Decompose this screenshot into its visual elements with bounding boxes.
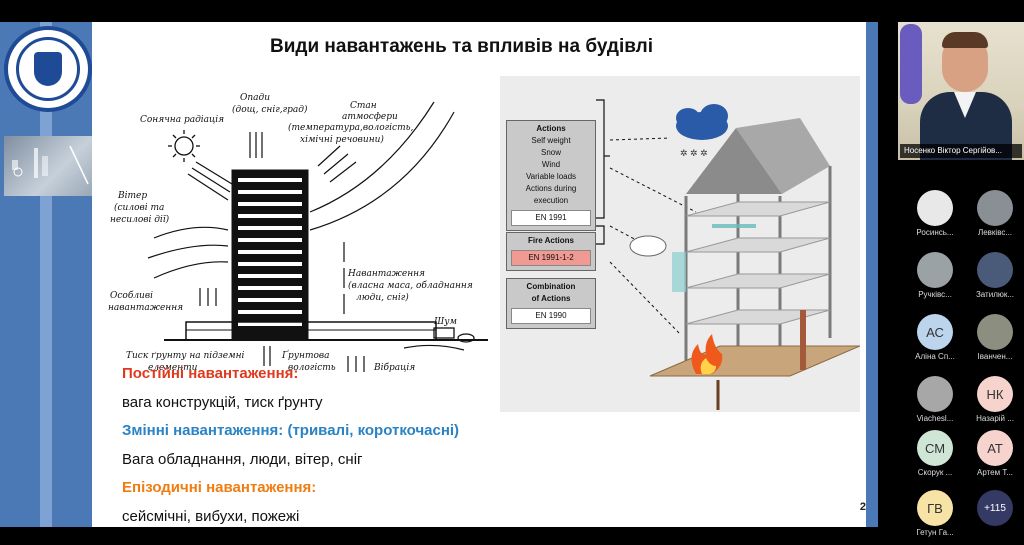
actions-box: Actions Self weight Snow Wind Variable l… <box>506 120 596 231</box>
slide-side-photo <box>4 136 92 196</box>
svg-text:Ґрунтова: Ґрунтова <box>281 350 330 361</box>
participant-tile[interactable]: Росинсь... <box>906 190 964 248</box>
svg-text:люди, сніг): люди, сніг) <box>356 292 409 303</box>
participant-name: Viachesl... <box>916 414 954 423</box>
participant-tile[interactable]: АТ Артем Т... <box>966 430 1024 488</box>
avatar <box>977 314 1013 350</box>
permanent-text: вага конструкцій, тиск ґрунту <box>122 394 323 411</box>
sun-icon <box>168 130 200 162</box>
participant-tile[interactable]: АС Аліна Сп... <box>906 314 964 372</box>
participant-tile[interactable]: Viachesl... <box>906 376 964 434</box>
variable-heading: Змінні навантаження: (тривалі, короткоча… <box>122 422 460 439</box>
svg-text:несилові дії): несилові дії) <box>110 214 170 225</box>
svg-text:Шум: Шум <box>433 317 457 327</box>
participant-name: Іванчен... <box>977 352 1013 361</box>
slide-right-band <box>866 22 878 527</box>
avatar: АС <box>917 314 953 350</box>
participant-tile[interactable]: Затилюк... <box>966 252 1024 310</box>
avatar <box>917 190 953 226</box>
avatar <box>917 376 953 412</box>
svg-text:(силові та: (силові та <box>114 202 164 213</box>
svg-text:Опади: Опади <box>240 93 270 103</box>
svg-text:Вітер: Вітер <box>117 191 147 201</box>
variable-text: Вага обладнання, люди, вітер, сніг <box>122 451 363 468</box>
svg-text:✲ ✲ ✲: ✲ ✲ ✲ <box>680 148 708 158</box>
wall-emblem <box>900 24 922 104</box>
speaker-name: Носенко Віктор Сергійов... <box>900 144 1022 158</box>
participant-name: Гетун Га... <box>916 528 954 537</box>
wind-cloud-icon <box>629 235 667 257</box>
participant-tile[interactable]: Ручківс... <box>906 252 964 310</box>
svg-text:Особливі: Особливі <box>110 290 153 301</box>
avatar <box>977 190 1013 226</box>
frame-building-illustration: ✲ ✲ ✲ <box>596 99 860 410</box>
page-number: 2 <box>859 501 866 513</box>
participant-tile[interactable]: ГВ Гетун Га... <box>906 490 964 545</box>
svg-text:Сонячна радіація: Сонячна радіація <box>140 115 224 125</box>
episodic-heading: Епізодичні навантаження: <box>122 479 317 496</box>
participant-name: Назарій ... <box>976 414 1014 423</box>
episodic-text: сейсмічні, вибухи, пожежі <box>122 508 300 525</box>
participant-name: Аліна Сп... <box>915 352 955 361</box>
university-logo <box>4 26 92 112</box>
svg-text:вологість: вологість <box>288 363 336 373</box>
svg-text:елементи: елементи <box>148 363 198 373</box>
participant-name: Ручківс... <box>918 290 952 299</box>
shared-slide: Види навантажень та впливів на будівлі <box>0 22 878 527</box>
svg-text:(дощ, сніг,град): (дощ, сніг,град) <box>232 104 308 115</box>
avatar <box>977 252 1013 288</box>
combination-box: Combination of Actions EN 1990 <box>506 278 596 329</box>
svg-text:навантаження: навантаження <box>108 303 183 313</box>
svg-text:Вібрація: Вібрація <box>373 362 415 373</box>
svg-text:(температура,вологість,: (температура,вологість, <box>288 122 414 133</box>
participant-name: Затилюк... <box>975 290 1015 299</box>
participant-name: Скорук ... <box>917 468 953 477</box>
avatar <box>917 252 953 288</box>
participant-tile[interactable]: СМ Скорук ... <box>906 430 964 488</box>
participant-tile[interactable]: Левківс... <box>966 190 1024 248</box>
fire-actions-box: Fire Actions EN 1991-1-2 <box>506 232 596 271</box>
participant-name: Артем Т... <box>976 468 1014 477</box>
avatar: НК <box>977 376 1013 412</box>
avatar: АТ <box>977 430 1013 466</box>
avatar: ГВ <box>917 490 953 526</box>
snow-cloud-icon: ✲ ✲ ✲ <box>676 104 728 158</box>
slide-title: Види навантажень та впливів на будівлі <box>270 36 654 57</box>
more-participants-count: +115 <box>977 490 1013 526</box>
participant-name: Росинсь... <box>916 228 954 237</box>
speaker-video[interactable]: Носенко Віктор Сергійов... <box>898 22 1024 162</box>
svg-text:Навантаження: Навантаження <box>347 269 425 279</box>
tall-building <box>231 169 309 341</box>
svg-text:(власна маса, обладнання: (власна маса, обладнання <box>348 280 473 291</box>
svg-text:атмосфери: атмосфери <box>342 112 398 122</box>
eurocode-actions-diagram: ✲ ✲ ✲ <box>500 76 860 412</box>
vehicle-icon <box>433 327 475 343</box>
svg-text:Тиск ґрунту на підземні: Тиск ґрунту на підземні <box>126 351 245 361</box>
participant-tile[interactable]: Іванчен... <box>966 314 1024 372</box>
participant-name: Левківс... <box>977 228 1013 237</box>
svg-text:Стан: Стан <box>350 101 377 111</box>
fire-icon <box>691 334 723 374</box>
permanent-heading: Постійні навантаження: <box>122 365 299 382</box>
more-participants-button[interactable]: +115 <box>966 490 1024 545</box>
participant-tile[interactable]: НК Назарій ... <box>966 376 1024 434</box>
avatar: СМ <box>917 430 953 466</box>
svg-text:хімічні речовини): хімічні речовини) <box>300 134 384 145</box>
building-loads-sketch: Опади (дощ, сніг,град) Сонячна радіація … <box>108 93 488 373</box>
